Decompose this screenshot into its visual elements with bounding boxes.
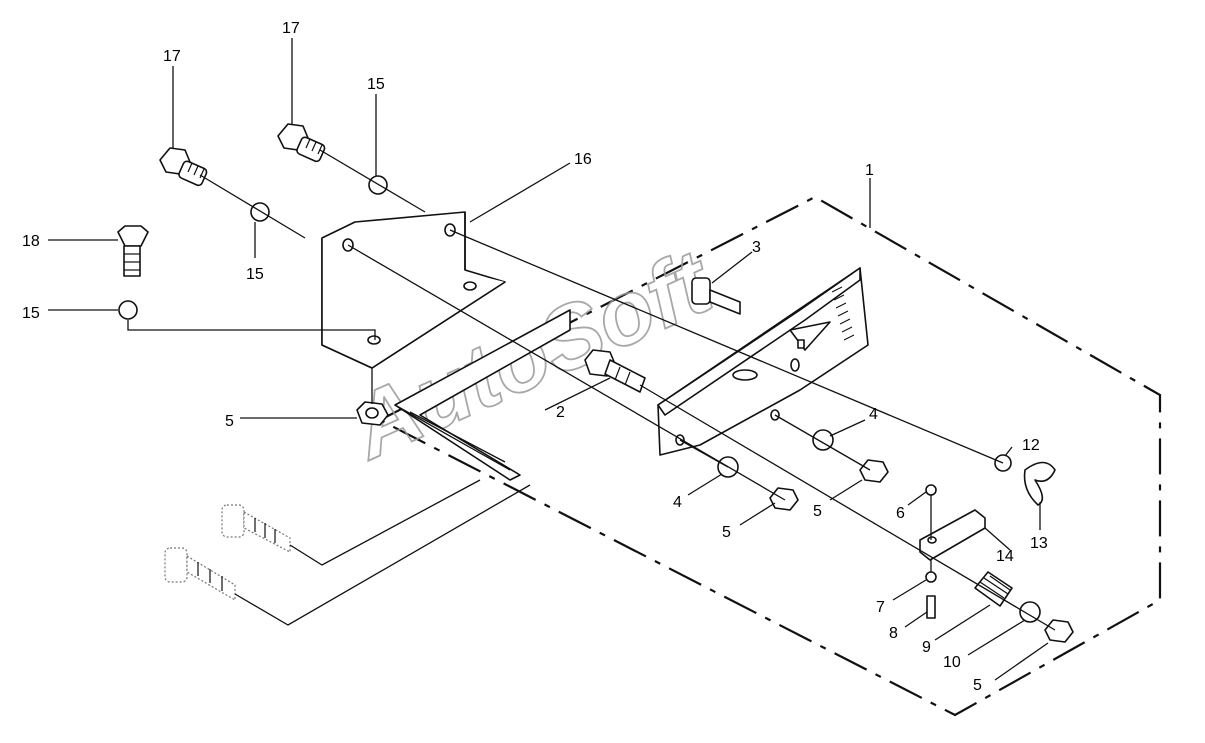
lock-washer-15-a[interactable] — [250, 202, 270, 222]
hex-nut-6[interactable] — [925, 484, 937, 496]
callout-15-left: 15 — [22, 305, 40, 322]
angle-bracket-16[interactable] — [321, 211, 506, 369]
callout-5-right: 5 — [813, 503, 822, 520]
callout-8: 8 — [889, 625, 898, 642]
callout-3: 3 — [752, 239, 761, 256]
callout-5-bottom: 5 — [973, 677, 982, 694]
carriage-bolt-upper — [221, 504, 291, 553]
callout-10: 10 — [943, 654, 961, 671]
hex-nut-5-bottom[interactable] — [1044, 619, 1074, 643]
hex-bolt-17-right[interactable] — [277, 123, 326, 163]
scale-ticks — [831, 286, 855, 341]
flat-washer-10[interactable] — [1019, 601, 1041, 623]
callout-4-right: 4 — [869, 406, 878, 423]
callout-leaders — [48, 38, 1049, 681]
callout-12: 12 — [1022, 437, 1040, 454]
callout-5-mid: 5 — [722, 524, 731, 541]
hex-nut-5-left[interactable] — [356, 401, 389, 426]
screw-8[interactable] — [926, 595, 936, 619]
callout-15-mid: 15 — [246, 266, 264, 283]
clamp-block-14[interactable] — [919, 509, 986, 561]
bolt-leader-lower — [234, 484, 531, 626]
hex-nut-5-right[interactable] — [859, 459, 889, 483]
pivot-bolt[interactable] — [584, 349, 646, 393]
callout-labels: 1 2 3 4 4 5 5 5 5 6 7 8 9 10 12 13 14 15… — [22, 20, 1048, 694]
callout-18: 18 — [22, 233, 40, 250]
callout-4-left: 4 — [673, 494, 682, 511]
carriage-bolt-3[interactable] — [691, 277, 741, 315]
hex-bolt-17-left[interactable] — [159, 147, 208, 187]
callout-14: 14 — [996, 548, 1014, 565]
compression-spring-9[interactable] — [974, 571, 1013, 607]
callout-6: 6 — [896, 505, 905, 522]
callout-13: 13 — [1030, 535, 1048, 552]
hex-bolt-18[interactable] — [117, 225, 149, 277]
callout-17-right: 17 — [282, 20, 300, 37]
lock-washer-7[interactable] — [925, 571, 937, 583]
bolt-leader-upper — [289, 479, 481, 566]
assembly-boundary — [379, 195, 1162, 717]
callout-2: 2 — [556, 404, 565, 421]
callout-15-top: 15 — [367, 76, 385, 93]
callout-16: 16 — [574, 151, 592, 168]
callout-17-left: 17 — [163, 48, 181, 65]
lock-washer-15-c[interactable] — [118, 300, 138, 320]
angle-iron-2[interactable] — [394, 309, 571, 481]
callout-7: 7 — [876, 599, 885, 616]
callout-1: 1 — [865, 162, 874, 179]
carriage-bolt-lower — [164, 547, 236, 602]
assembly-leaders — [127, 149, 1056, 631]
callout-5-left: 5 — [225, 413, 234, 430]
callout-9: 9 — [922, 639, 931, 656]
wing-nut-13[interactable] — [1023, 461, 1056, 506]
